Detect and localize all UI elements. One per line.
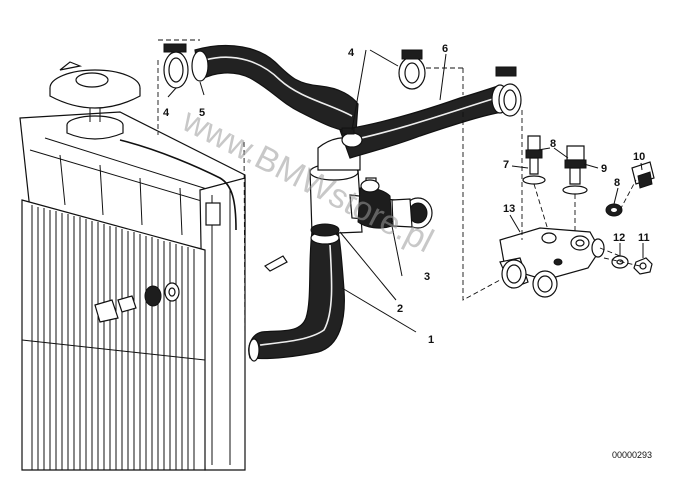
- callout-3: 3: [424, 271, 430, 283]
- callout-6: 6: [442, 43, 448, 55]
- temperature-sensor-9: [562, 145, 588, 195]
- seal-washer-8: [605, 203, 623, 217]
- leader-lines: [167, 49, 644, 333]
- hose-clamp-right: [495, 66, 522, 117]
- bypass-hose: [349, 177, 433, 229]
- callout-7: 7: [503, 159, 509, 171]
- callout-2: 2: [397, 303, 403, 315]
- radiator-fins: [21, 200, 206, 470]
- callout-12: 12: [613, 232, 625, 244]
- callout-13: 13: [503, 203, 515, 215]
- callout-4-top: 4: [348, 47, 355, 59]
- connector-plug-10: [631, 161, 655, 189]
- callout-10: 10: [633, 151, 645, 163]
- reference-number: 00000293: [612, 450, 652, 460]
- hose-clamp-lower: [360, 179, 380, 193]
- callout-8-top: 8: [550, 138, 556, 150]
- temperature-sensor-7: [522, 135, 546, 185]
- thermostat-housing-13: [499, 227, 605, 298]
- mounting-bolt: [264, 255, 288, 272]
- callout-9: 9: [601, 163, 607, 175]
- upper-hose: [191, 44, 359, 133]
- nut-11: [633, 257, 653, 275]
- callout-5: 5: [199, 107, 205, 119]
- hose-clamp-elbow: [341, 127, 363, 148]
- lower-hose: [248, 231, 345, 362]
- radiator: [19, 61, 288, 471]
- hose-clamp-middle: [398, 49, 426, 90]
- drain-plug: [94, 282, 180, 323]
- callout-11: 11: [638, 232, 650, 244]
- overflow-pipe: [119, 139, 237, 231]
- callout-4-left: 4: [163, 107, 170, 119]
- hose-6: [339, 84, 509, 159]
- callout-8-right: 8: [614, 177, 620, 189]
- callout-1: 1: [428, 334, 434, 346]
- radiator-cap: [49, 61, 141, 122]
- hose-clamp-left: [163, 43, 189, 89]
